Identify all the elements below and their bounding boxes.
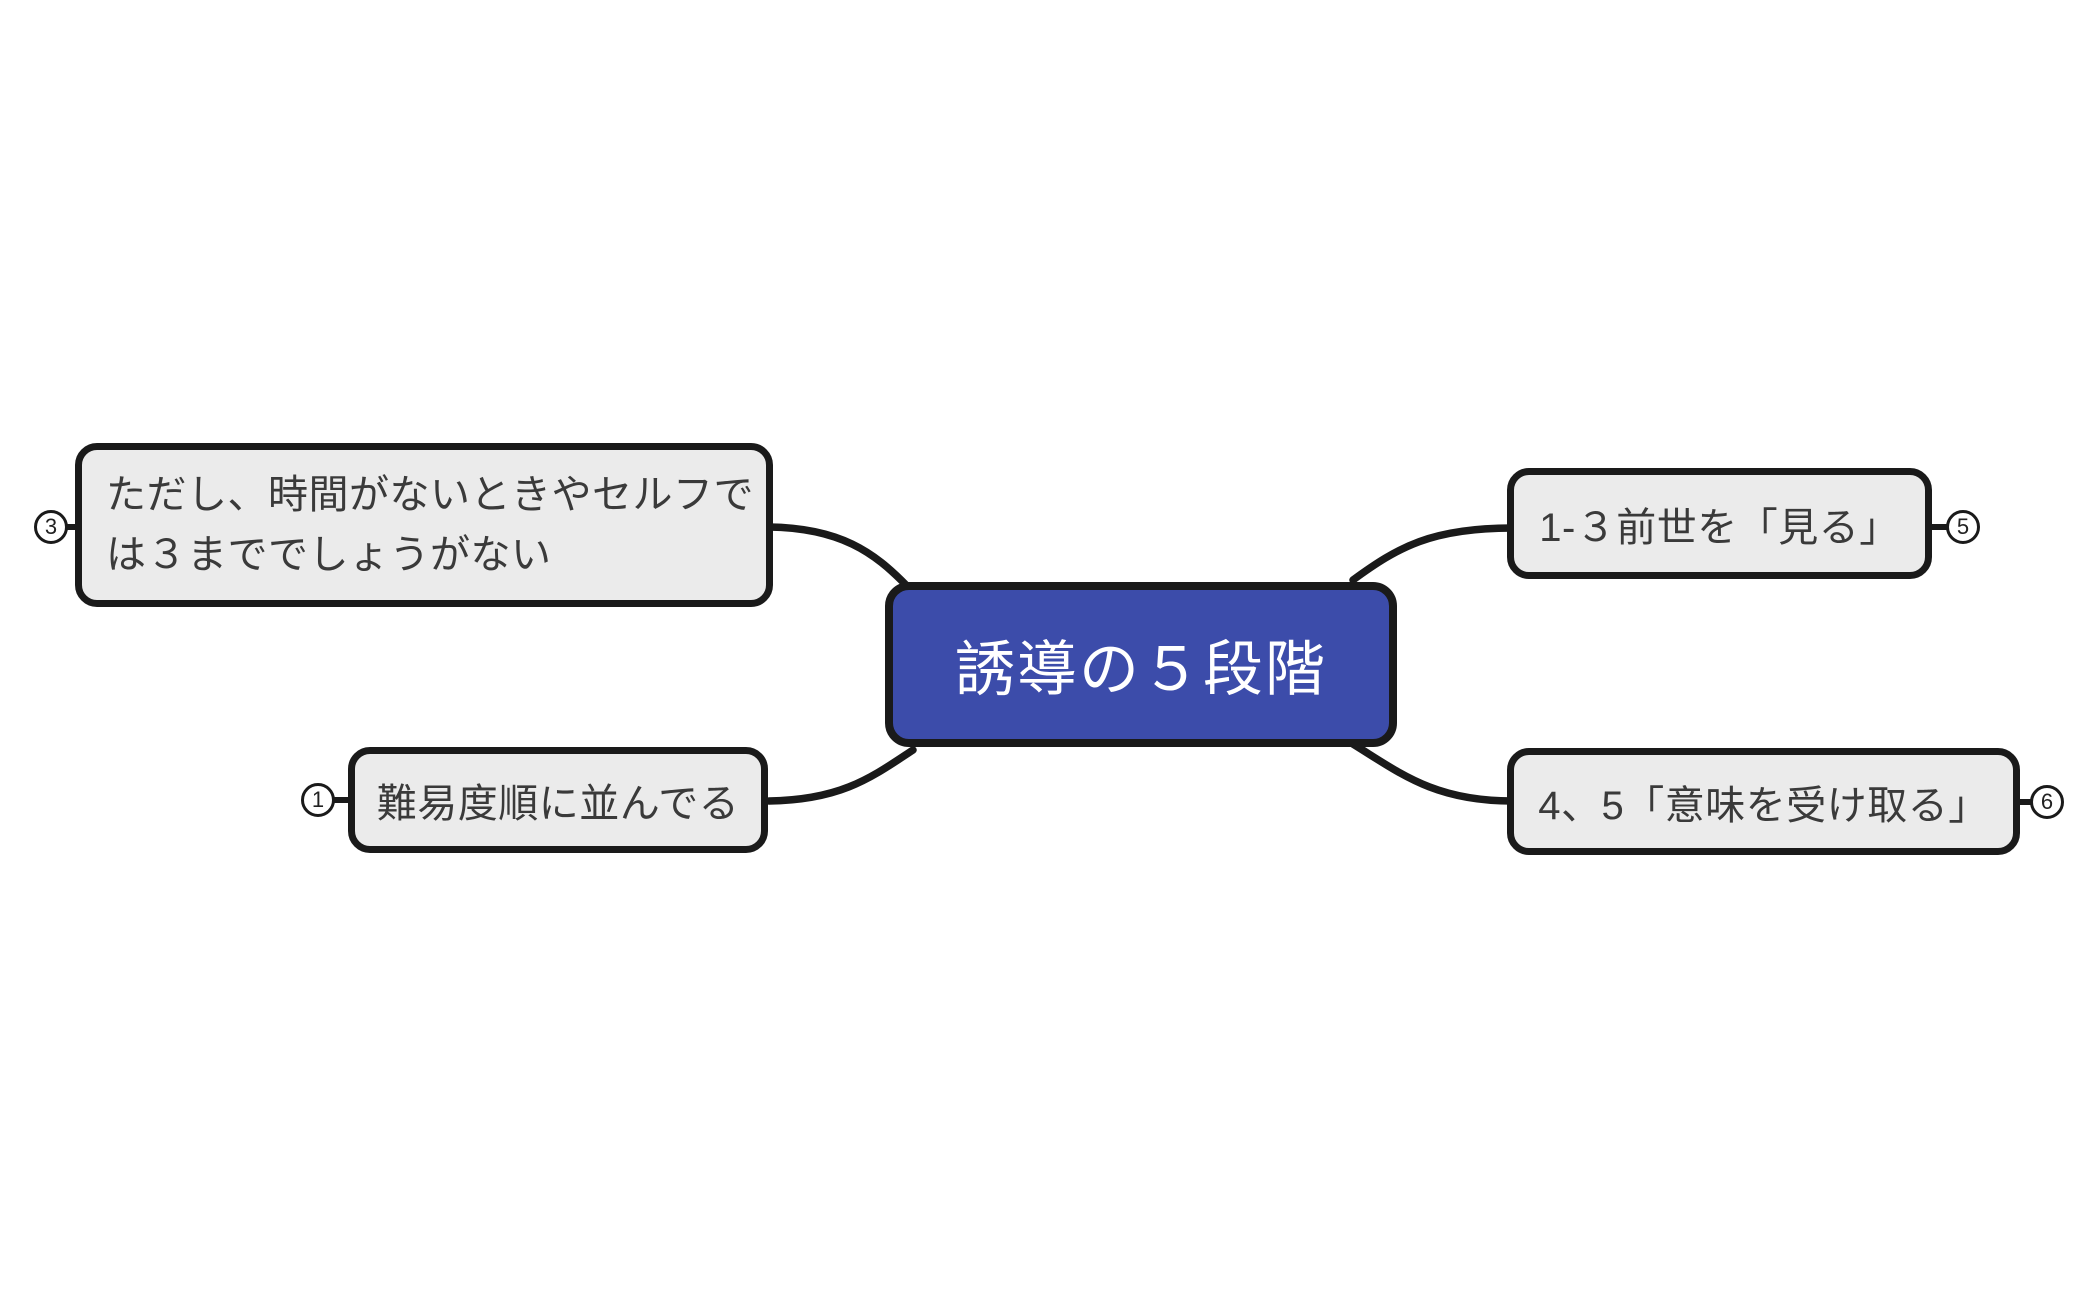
node-meaning-label: 4、5「意味を受け取る」 — [1538, 783, 1989, 828]
node-caution-line-2: は３まででしょうがない — [106, 533, 552, 577]
root-node[interactable]: 誘導の５段階 — [885, 582, 1397, 747]
badge-circle-1[interactable]: 1 — [301, 783, 335, 817]
node-see-label: 1-３前世を「見る」 — [1539, 505, 1900, 550]
node-see[interactable]: 1-３前世を「見る」 — [1507, 468, 1932, 579]
edge-root-to-meaning — [1349, 740, 1516, 805]
root-node-label: 誘導の５段階 — [955, 636, 1327, 703]
badge-circle-5[interactable]: 5 — [1946, 510, 1980, 544]
badge-circle-3[interactable]: 3 — [34, 510, 68, 544]
node-order[interactable]: 難易度順に並んでる — [348, 747, 768, 853]
edge-root-to-see — [1349, 524, 1516, 584]
node-caution[interactable]: ただし、時間がないときやセルフで は３まででしょうがない — [75, 443, 773, 607]
node-meaning[interactable]: 4、5「意味を受け取る」 — [1507, 748, 2020, 855]
node-caution-line-1: ただし、時間がないときやセルフで — [106, 473, 754, 517]
node-order-label: 難易度順に並んでる — [376, 782, 740, 826]
edge-root-to-caution — [765, 523, 911, 590]
badge-circle-6[interactable]: 6 — [2030, 785, 2064, 819]
edge-root-to-order — [765, 746, 917, 805]
